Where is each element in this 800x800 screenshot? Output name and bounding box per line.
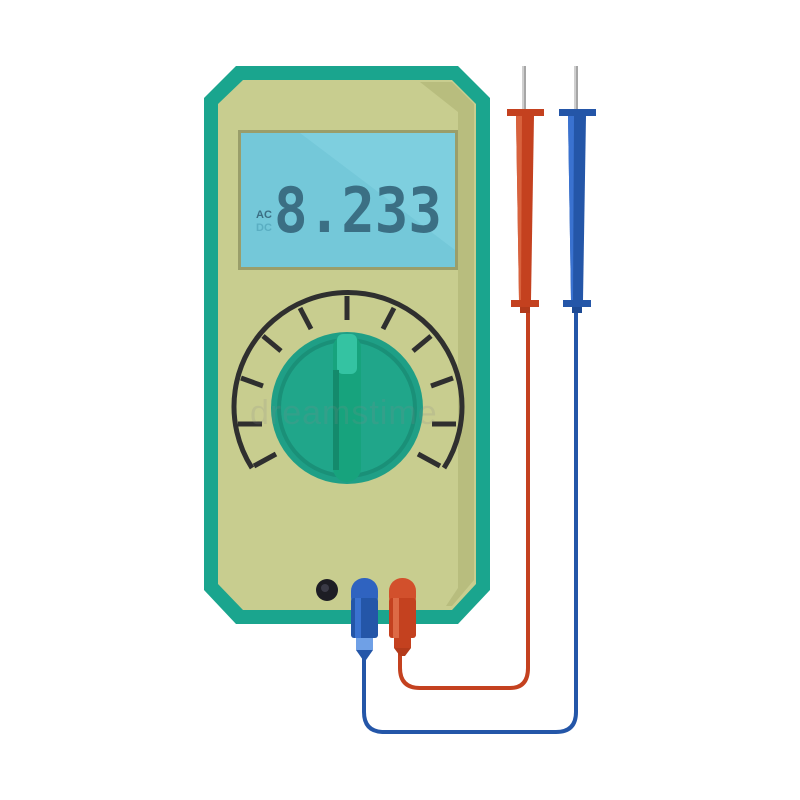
dial-scale	[231, 290, 465, 470]
blue-wire	[362, 306, 578, 734]
mode-ac-label: AC	[256, 209, 272, 221]
com-jack-icon	[316, 579, 338, 601]
lcd-reading: 8.233	[274, 174, 442, 247]
red-wire	[398, 306, 530, 690]
red-probe-icon[interactable]	[507, 66, 544, 313]
red-plug-icon	[389, 578, 416, 656]
lcd-screen: AC DC 8.233	[238, 130, 458, 270]
blue-probe-icon[interactable]	[559, 66, 596, 313]
dial-knob-icon[interactable]	[271, 332, 423, 484]
mode-dc-label: DC	[256, 222, 272, 234]
watermark: dreamstime	[250, 394, 438, 432]
blue-plug-icon	[351, 578, 378, 660]
